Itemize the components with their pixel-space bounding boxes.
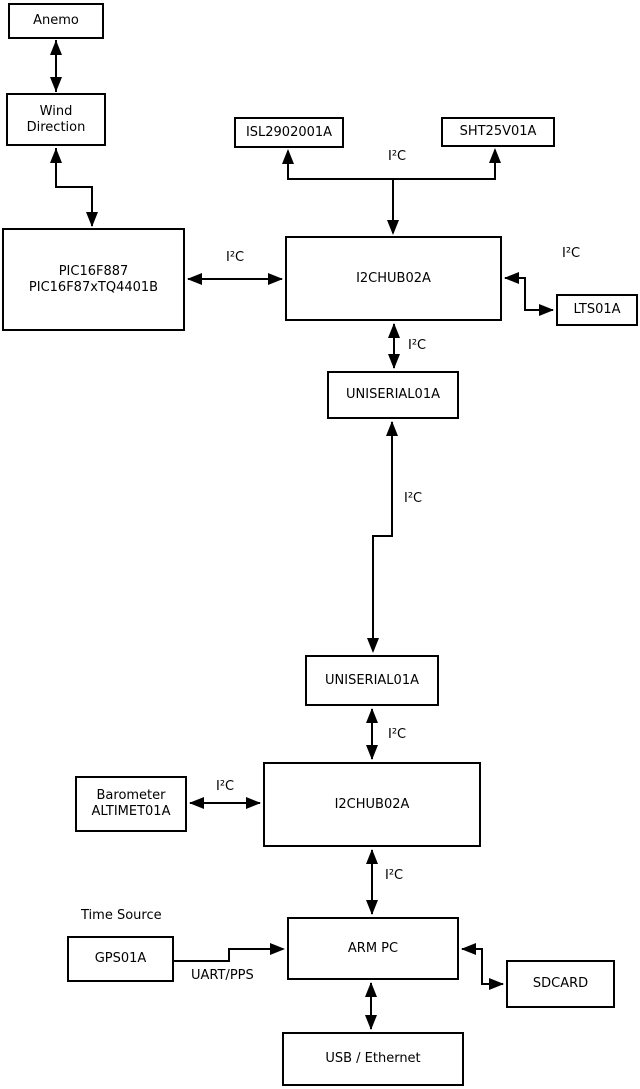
- label-i2c-uniserial-link: I²C: [404, 491, 423, 506]
- node-sht25v01a: SHT25V01A: [441, 117, 555, 147]
- edge-hub2-armpc: [366, 849, 378, 915]
- node-wind-direction-label: Wind Direction: [26, 103, 86, 135]
- node-lts01a-label: LTS01A: [573, 302, 621, 318]
- label-i2c-hub1-uniserial1: I²C: [408, 338, 427, 353]
- edge-hub1-uniserial1: [388, 323, 400, 369]
- label-i2c-hub2-armpc: I²C: [385, 868, 404, 883]
- node-sdcard: SDCARD: [506, 960, 615, 1008]
- edge-uniserial2-hub2: [366, 708, 378, 760]
- node-wind-direction: Wind Direction: [6, 93, 106, 146]
- edge-armpc-sdcard: [461, 943, 504, 990]
- edge-pic-hub1: [187, 273, 283, 285]
- node-uniserial01a-bottom: UNISERIAL01A: [305, 655, 439, 706]
- node-sdcard-label: SDCARD: [532, 976, 589, 992]
- label-uart-pps: UART/PPS: [191, 968, 254, 983]
- label-i2c-uniserial2-hub2: I²C: [388, 727, 407, 742]
- label-i2c-hub1-lts: I²C: [562, 246, 581, 261]
- edge-barometer-hub2: [189, 797, 261, 809]
- node-i2chub02a-top-label: I2CHUB02A: [356, 270, 431, 286]
- node-usb-ethernet: USB / Ethernet: [282, 1032, 464, 1086]
- node-barometer-label: Barometer ALTIMET01A: [91, 788, 171, 819]
- label-time-source: Time Source: [81, 908, 162, 923]
- node-anemo: Anemo: [8, 3, 104, 39]
- label-i2c-isl-sht: I²C: [388, 149, 407, 164]
- label-i2c-barometer-hub2: I²C: [216, 779, 235, 794]
- node-barometer: Barometer ALTIMET01A: [75, 776, 187, 832]
- node-arm-pc: ARM PC: [287, 917, 459, 980]
- edge-gps-armpc: [174, 943, 285, 962]
- node-uniserial01a-bottom-label: UNISERIAL01A: [325, 672, 419, 688]
- label-i2c-pic-hub1: I²C: [226, 250, 245, 265]
- node-usb-ethernet-label: USB / Ethernet: [325, 1051, 421, 1067]
- node-isl2902001a: ISL2902001A: [234, 117, 344, 148]
- node-gps01a: GPS01A: [67, 936, 174, 982]
- edge-uniserial1-uniserial2: [367, 421, 398, 653]
- node-pic16f887-label: PIC16F887 PIC16F87xTQ4401B: [28, 263, 159, 295]
- node-uniserial01a-top: UNISERIAL01A: [327, 371, 459, 419]
- node-i2chub02a-bottom-label: I2CHUB02A: [334, 796, 410, 812]
- node-i2chub02a-bottom: I2CHUB02A: [263, 762, 481, 847]
- edge-hub1-lts: [504, 272, 554, 316]
- node-uniserial01a-top-label: UNISERIAL01A: [346, 387, 440, 403]
- node-i2chub02a-top: I2CHUB02A: [285, 236, 502, 321]
- node-pic16f887: PIC16F887 PIC16F87xTQ4401B: [2, 228, 185, 331]
- node-anemo-label: Anemo: [33, 13, 79, 29]
- edge-wind-pic: [50, 148, 98, 227]
- edge-i2c-bus-isl-sht: [282, 148, 501, 235]
- node-arm-pc-label: ARM PC: [347, 940, 399, 956]
- node-sht25v01a-label: SHT25V01A: [459, 124, 537, 140]
- node-isl2902001a-label: ISL2902001A: [245, 124, 333, 140]
- node-gps01a-label: GPS01A: [94, 951, 147, 967]
- edge-anemo-wind: [50, 40, 62, 92]
- node-lts01a: LTS01A: [556, 294, 638, 326]
- edge-armpc-usb: [365, 982, 377, 1030]
